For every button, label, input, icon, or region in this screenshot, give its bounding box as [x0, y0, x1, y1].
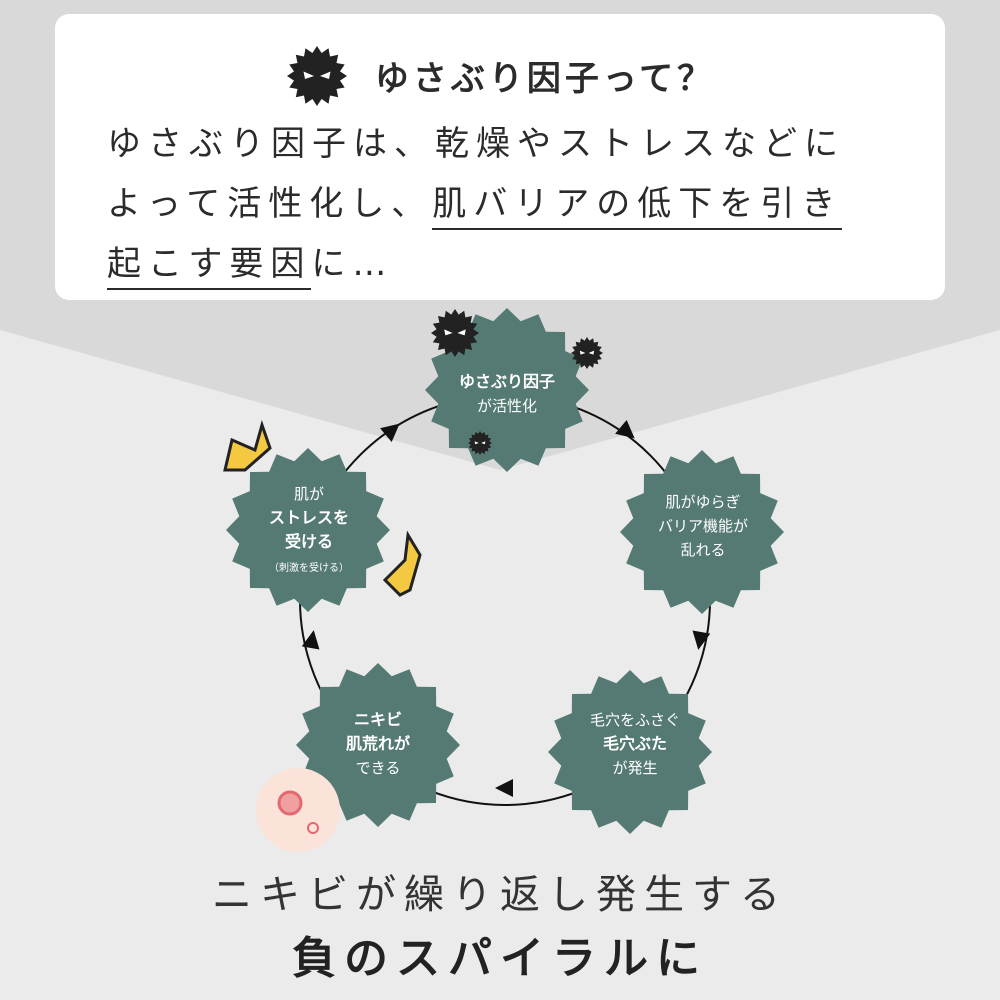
body-line-3: 起こす要因に…: [107, 234, 907, 294]
body-text: に…: [311, 244, 394, 284]
node-pore: [548, 670, 712, 834]
node-line: 肌がゆらぎ: [665, 493, 741, 511]
node-line: 受ける: [284, 532, 333, 551]
germ-icon: [286, 46, 347, 106]
germ-icon: [468, 431, 492, 455]
node-stress-text: 肌が ストレスを 受ける （刺激を受ける）: [229, 482, 389, 581]
card-body: ゆさぶり因子は、乾燥やストレスなどに よって活性化し、肌バリアの低下を引き 起こ…: [107, 114, 907, 294]
node-line: 毛穴をふさぐ: [589, 711, 680, 729]
cycle-arrows: [301, 419, 711, 797]
arrow-head: [615, 419, 635, 439]
arrow-head: [495, 779, 513, 797]
node-line: が発生: [612, 759, 658, 777]
body-underlined-text: 肌バリアの低下を引き: [432, 184, 843, 230]
body-text: よって活性化し、: [107, 184, 433, 224]
node-line: 毛穴ぶた: [602, 734, 667, 753]
node-line: バリア機能が: [657, 517, 748, 535]
stress-burst-icon: [223, 419, 272, 472]
node-stress: [226, 448, 390, 612]
node-line: 肌が: [293, 485, 324, 503]
footer-line-2: 負のスパイラルに: [292, 933, 708, 984]
node-line: が活性化: [476, 397, 537, 415]
decorations: [223, 309, 603, 852]
germ-icon: [571, 337, 603, 369]
body-line-1: ゆさぶり因子は、乾燥やストレスなどに: [107, 124, 845, 164]
stress-burst-icon: [382, 530, 422, 597]
node-yusaburi-text: ゆさぶり因子 が活性化: [427, 370, 587, 418]
explanation-card: ゆさぶり因子って？ ゆさぶり因子は、乾燥やストレスなどに よって活性化し、肌バリ…: [55, 14, 945, 300]
node-yusaburi: [425, 308, 589, 472]
card-title: ゆさぶり因子って？: [55, 44, 945, 117]
node-line: 乱れる: [680, 541, 726, 559]
node-line: （刺激を受ける）: [269, 563, 349, 574]
node-line: できる: [355, 759, 401, 777]
arrow-head: [301, 630, 320, 650]
body-line-2: よって活性化し、肌バリアの低下を引き: [107, 174, 907, 234]
node-line: 肌荒れが: [345, 734, 410, 753]
germ-icon: [285, 44, 349, 117]
footer-line-1: ニキビが繰り返し発生する: [212, 872, 788, 918]
node-barrier: [620, 450, 784, 614]
body-underlined-text: 起こす要因: [107, 244, 312, 290]
acne-skin-icon: [256, 768, 340, 852]
node-line: ニキビ: [353, 710, 402, 729]
node-line: ゆさぶり因子: [458, 372, 555, 391]
node-barrier-text: 肌がゆらぎ バリア機能が 乱れる: [623, 490, 783, 562]
cycle-nodes: [226, 308, 784, 834]
germ-icon: [431, 309, 479, 357]
card-title-text: ゆさぶり因子って？: [374, 59, 716, 99]
node-acne: [296, 663, 460, 827]
node-acne-text: ニキビ 肌荒れが できる: [298, 708, 458, 780]
arrow-head: [692, 630, 711, 650]
node-pore-text: 毛穴をふさぐ 毛穴ぶた が発生: [555, 708, 715, 780]
arrow-head: [380, 423, 400, 443]
node-line: ストレスを: [268, 508, 349, 527]
